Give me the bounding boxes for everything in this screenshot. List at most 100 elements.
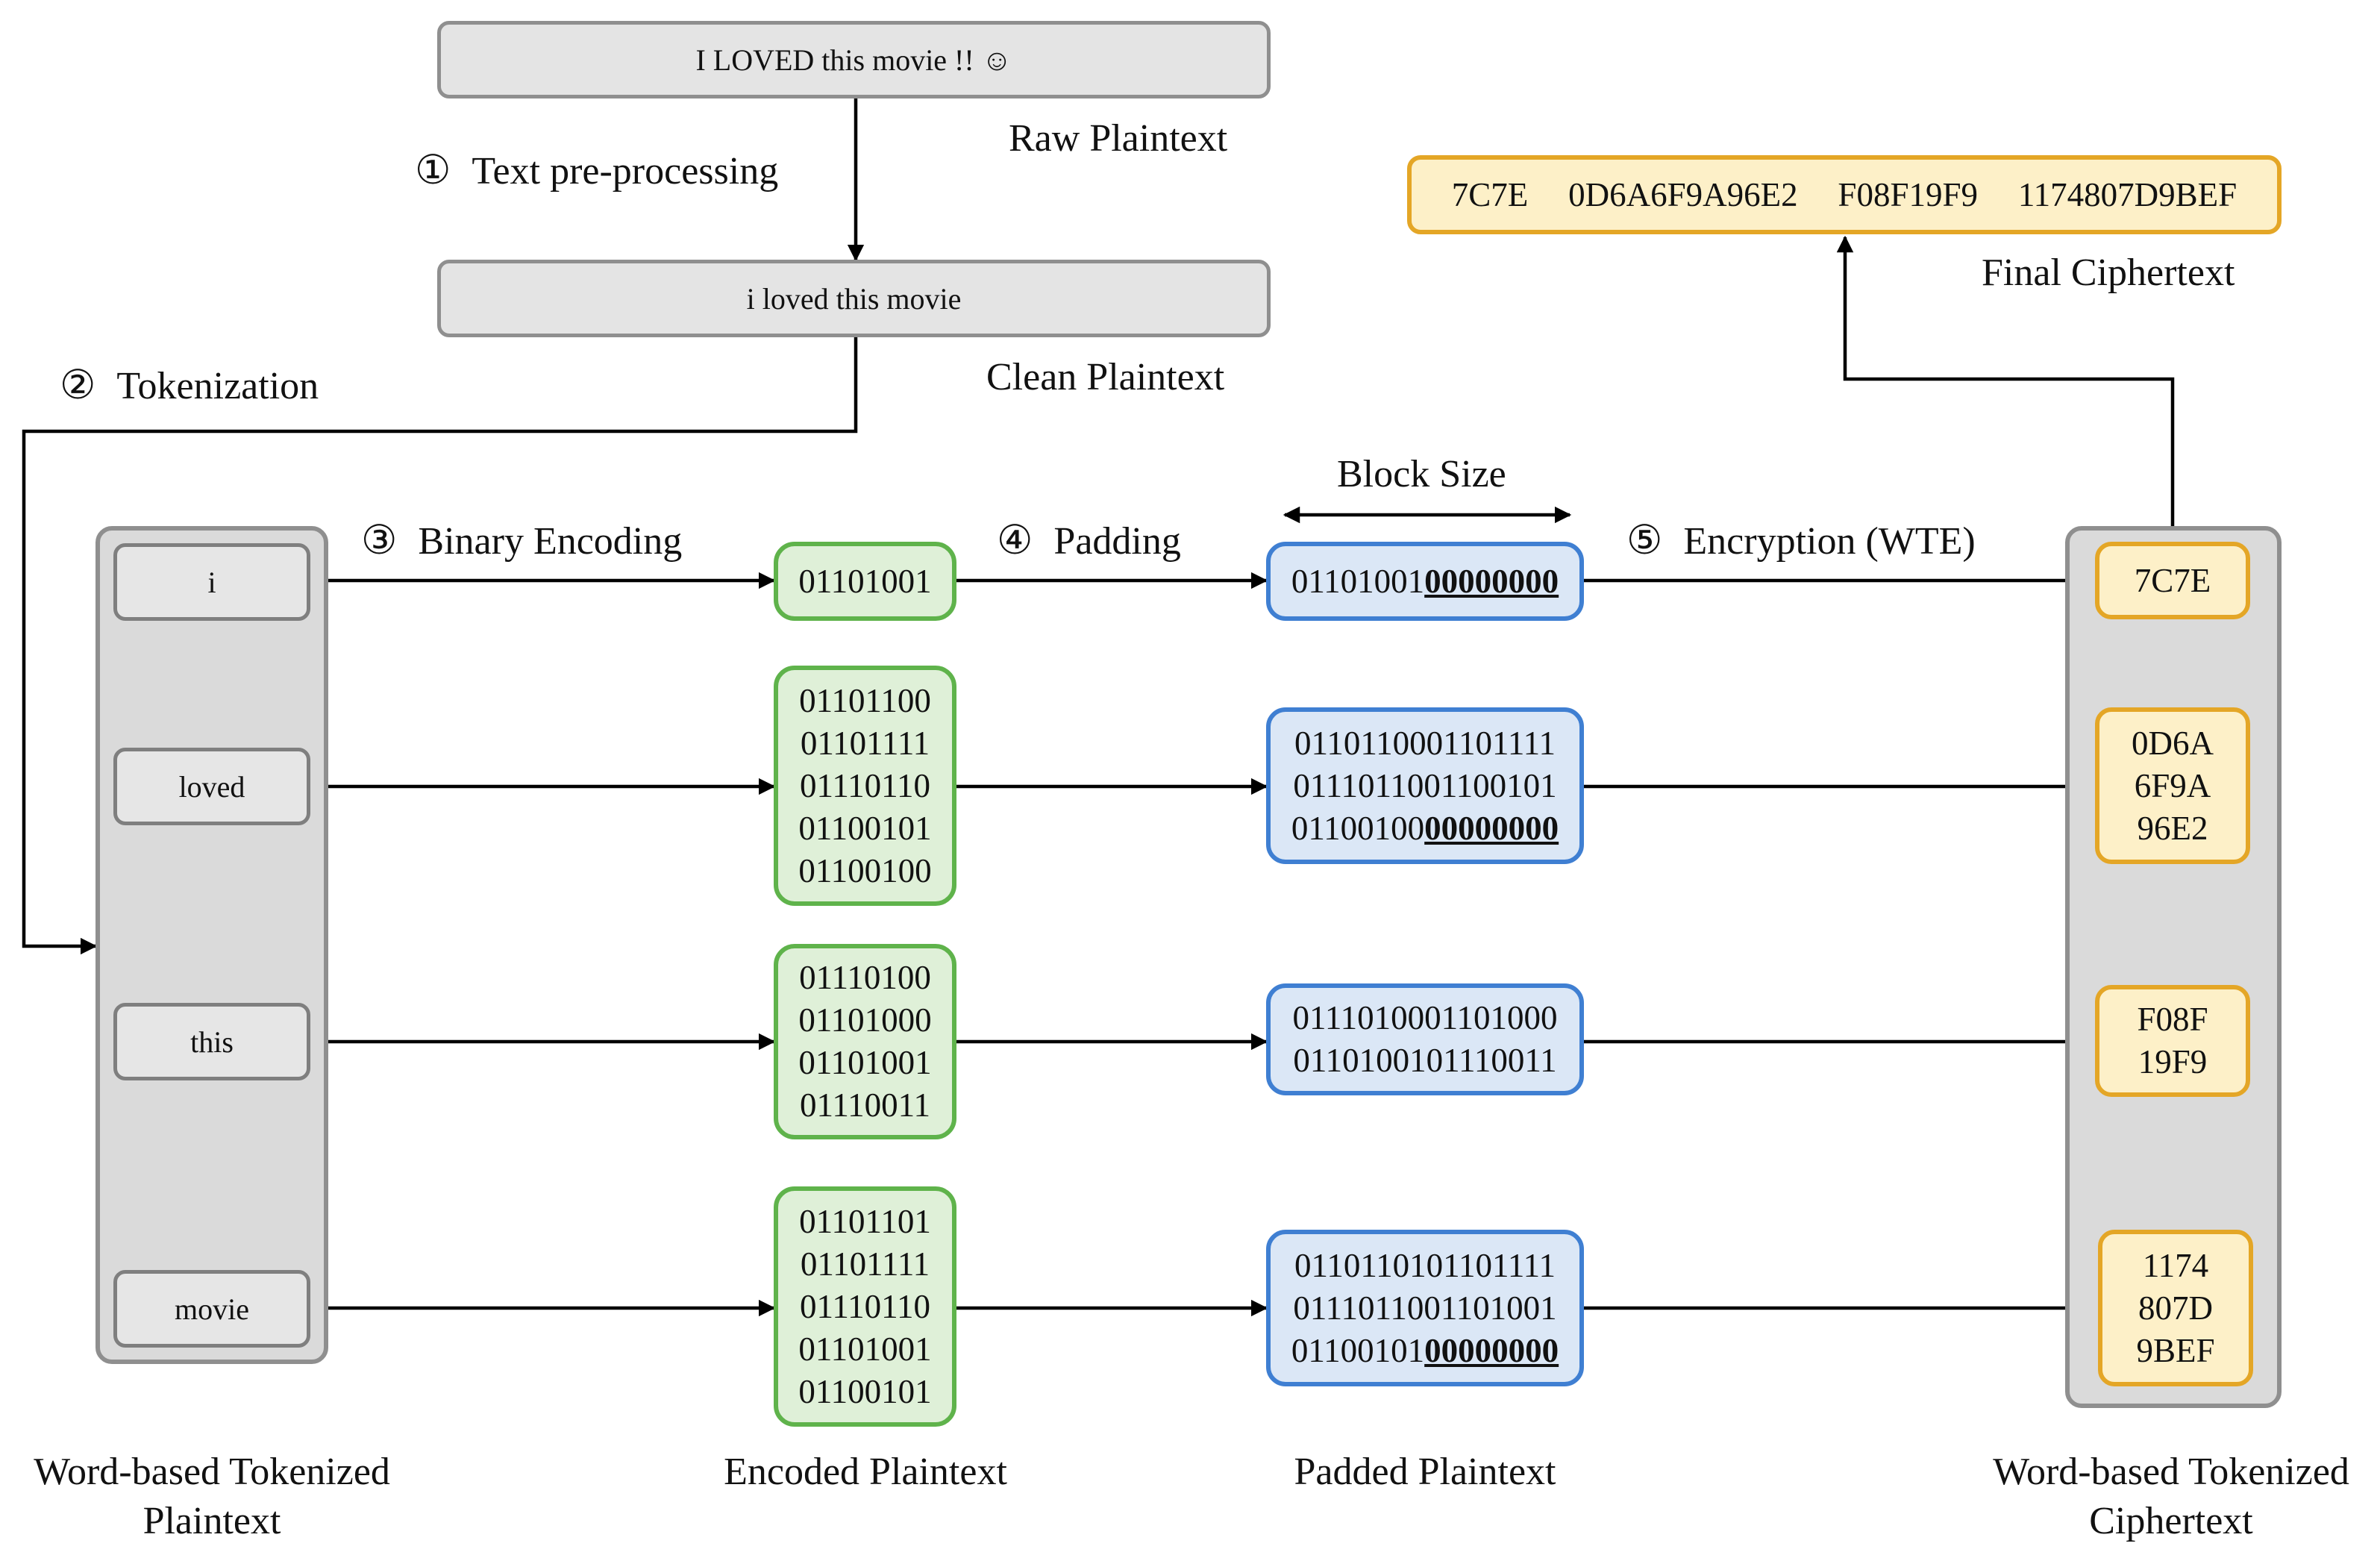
step-1-label: ① Text pre-processing <box>415 146 778 193</box>
step-5-text: Encryption (WTE) <box>1683 520 1976 563</box>
padded-data: 0111010001101000 <box>1292 999 1558 1036</box>
tokenized-plaintext-panel <box>95 526 328 1364</box>
padded-loved: 0110110001101111 0111011001100101 011001… <box>1266 707 1584 864</box>
padded-data: 0110110101101111 <box>1294 1246 1556 1284</box>
padding-bits: 00000000 <box>1424 562 1559 600</box>
padded-line: 0111011001100101 <box>1293 765 1556 807</box>
block-size-label: Block Size <box>1337 453 1506 495</box>
clean-plaintext-box: i loved this movie <box>437 260 1271 337</box>
encoded-line: 01101000 <box>798 1001 932 1039</box>
cipher-line: F08F <box>2137 1001 2208 1038</box>
final-cipher-part-3: F08F19F9 <box>1838 176 1979 213</box>
step-5-number: ⑤ <box>1626 518 1663 563</box>
padding-bits: 00000000 <box>1424 1331 1559 1369</box>
padded-line: 0111011001101001 <box>1293 1287 1556 1330</box>
raw-plaintext-text: I LOVED this movie !! ☺ <box>695 43 1012 77</box>
cipher-line: 19F9 <box>2138 1043 2208 1080</box>
padded-this: 0111010001101000 0110100101110011 <box>1266 983 1584 1095</box>
token-movie: movie <box>113 1270 310 1348</box>
cipher-line: 9BEF <box>2136 1331 2215 1369</box>
encoded-movie: 01101101 01101111 01110110 01101001 0110… <box>774 1186 956 1427</box>
padded-line: 0110100101110011 <box>1293 1039 1556 1082</box>
step-1-number: ① <box>415 148 451 193</box>
encoded-line: 01100100 <box>798 851 932 889</box>
token-loved: loved <box>113 748 310 825</box>
cipher-line: 1174 <box>2142 1246 2209 1284</box>
token-this-text: this <box>190 1024 234 1059</box>
encoded-line: 01110110 <box>800 766 930 804</box>
caption-line: Word-based Tokenized <box>34 1451 390 1493</box>
padded-line: 0110010000000000 <box>1291 807 1559 850</box>
step-2-text: Tokenization <box>116 365 319 407</box>
tokenized-plaintext-caption: Word-based Tokenized Plaintext <box>0 1448 424 1546</box>
raw-plaintext-caption: Raw Plaintext <box>1009 117 1228 160</box>
token-this: this <box>113 1003 310 1080</box>
final-cipher-part-2: 0D6A6F9A96E2 <box>1568 176 1798 213</box>
cipher-token-this: F08F 19F9 <box>2095 985 2250 1097</box>
encoded-this: 01110100 01101000 01101001 01110011 <box>774 944 956 1139</box>
cipher-token-i: 7C7E <box>2095 542 2250 619</box>
encoded-line: 01101101 <box>799 1202 931 1240</box>
encoded-line: 01101111 <box>800 724 930 762</box>
step-3-text: Binary Encoding <box>418 520 683 563</box>
encoded-line: 01110110 <box>800 1287 930 1325</box>
cipher-line: 96E2 <box>2137 809 2208 847</box>
encoded-line: 01110100 <box>799 959 931 996</box>
cipher-token-loved: 0D6A 6F9A 96E2 <box>2095 707 2250 864</box>
arrow-tokenization <box>22 337 858 955</box>
encoded-line: 01101001 <box>798 562 932 600</box>
step-3-number: ③ <box>361 518 398 563</box>
step-4-label: ④ Padding <box>997 516 1181 563</box>
cipher-line: 7C7E <box>2134 561 2211 599</box>
caption-line: Ciphertext <box>2089 1500 2253 1542</box>
cipher-line: 6F9A <box>2134 766 2211 804</box>
padded-line: 0110110101101111 <box>1294 1245 1556 1287</box>
token-movie-text: movie <box>175 1292 249 1326</box>
padded-data: 0110110001101111 <box>1294 724 1556 762</box>
encoded-plaintext-caption: Encoded Plaintext <box>671 1448 1059 1497</box>
caption-line: Plaintext <box>143 1500 281 1542</box>
padded-data: 0111011001101001 <box>1293 1289 1557 1327</box>
padded-data: 0111011001100101 <box>1293 766 1557 804</box>
token-i-text: i <box>207 565 216 599</box>
padded-movie: 0110110101101111 0111011001101001 011001… <box>1266 1230 1584 1386</box>
padded-line: 0110100100000000 <box>1291 560 1559 603</box>
padded-data: 01100100 <box>1291 809 1425 847</box>
encoded-line: 01110011 <box>800 1086 930 1124</box>
encoded-line: 01101100 <box>799 681 931 719</box>
encoded-line: 01101111 <box>800 1245 930 1283</box>
encoded-line: 01100101 <box>798 1372 932 1410</box>
step-4-number: ④ <box>997 518 1033 563</box>
encoded-line: 01101001 <box>798 1330 932 1368</box>
padded-plaintext-caption: Padded Plaintext <box>1231 1448 1619 1497</box>
step-3-label: ③ Binary Encoding <box>361 516 682 563</box>
final-cipher-part-1: 7C7E <box>1451 176 1529 213</box>
padded-i: 0110100100000000 <box>1266 542 1584 621</box>
clean-plaintext-text: i loved this movie <box>746 281 962 316</box>
token-i: i <box>113 543 310 621</box>
padded-data: 01100101 <box>1291 1331 1425 1369</box>
final-ciphertext-caption: Final Ciphertext <box>1982 251 2235 294</box>
padded-data: 01101001 <box>1291 562 1425 600</box>
padded-line: 0110110001101111 <box>1294 722 1556 765</box>
final-cipher-part-4: 1174807D9BEF <box>2017 176 2237 213</box>
padded-line: 0111010001101000 <box>1293 997 1558 1039</box>
encoded-line: 01101001 <box>798 1044 932 1081</box>
token-loved-text: loved <box>178 769 245 804</box>
step-4-text: Padding <box>1053 520 1181 563</box>
step-5-label: ⑤ Encryption (WTE) <box>1626 516 1976 563</box>
step-1-text: Text pre-processing <box>472 150 779 193</box>
caption-line: Padded Plaintext <box>1294 1451 1556 1493</box>
arrow-final <box>1836 235 2175 526</box>
cipher-line: 807D <box>2138 1289 2213 1327</box>
padded-data: 0110100101110011 <box>1293 1042 1557 1079</box>
tokenized-ciphertext-caption: Word-based Tokenized Ciphertext <box>1962 1448 2380 1546</box>
caption-line: Word-based Tokenized <box>1993 1451 2349 1493</box>
clean-plaintext-caption: Clean Plaintext <box>986 356 1225 398</box>
padded-line: 0110010100000000 <box>1291 1330 1559 1372</box>
padding-bits: 00000000 <box>1424 809 1559 847</box>
final-ciphertext-box: 7C7E 0D6A6F9A96E2 F08F19F9 1174807D9BEF <box>1407 155 2282 234</box>
caption-line: Encoded Plaintext <box>724 1451 1007 1493</box>
